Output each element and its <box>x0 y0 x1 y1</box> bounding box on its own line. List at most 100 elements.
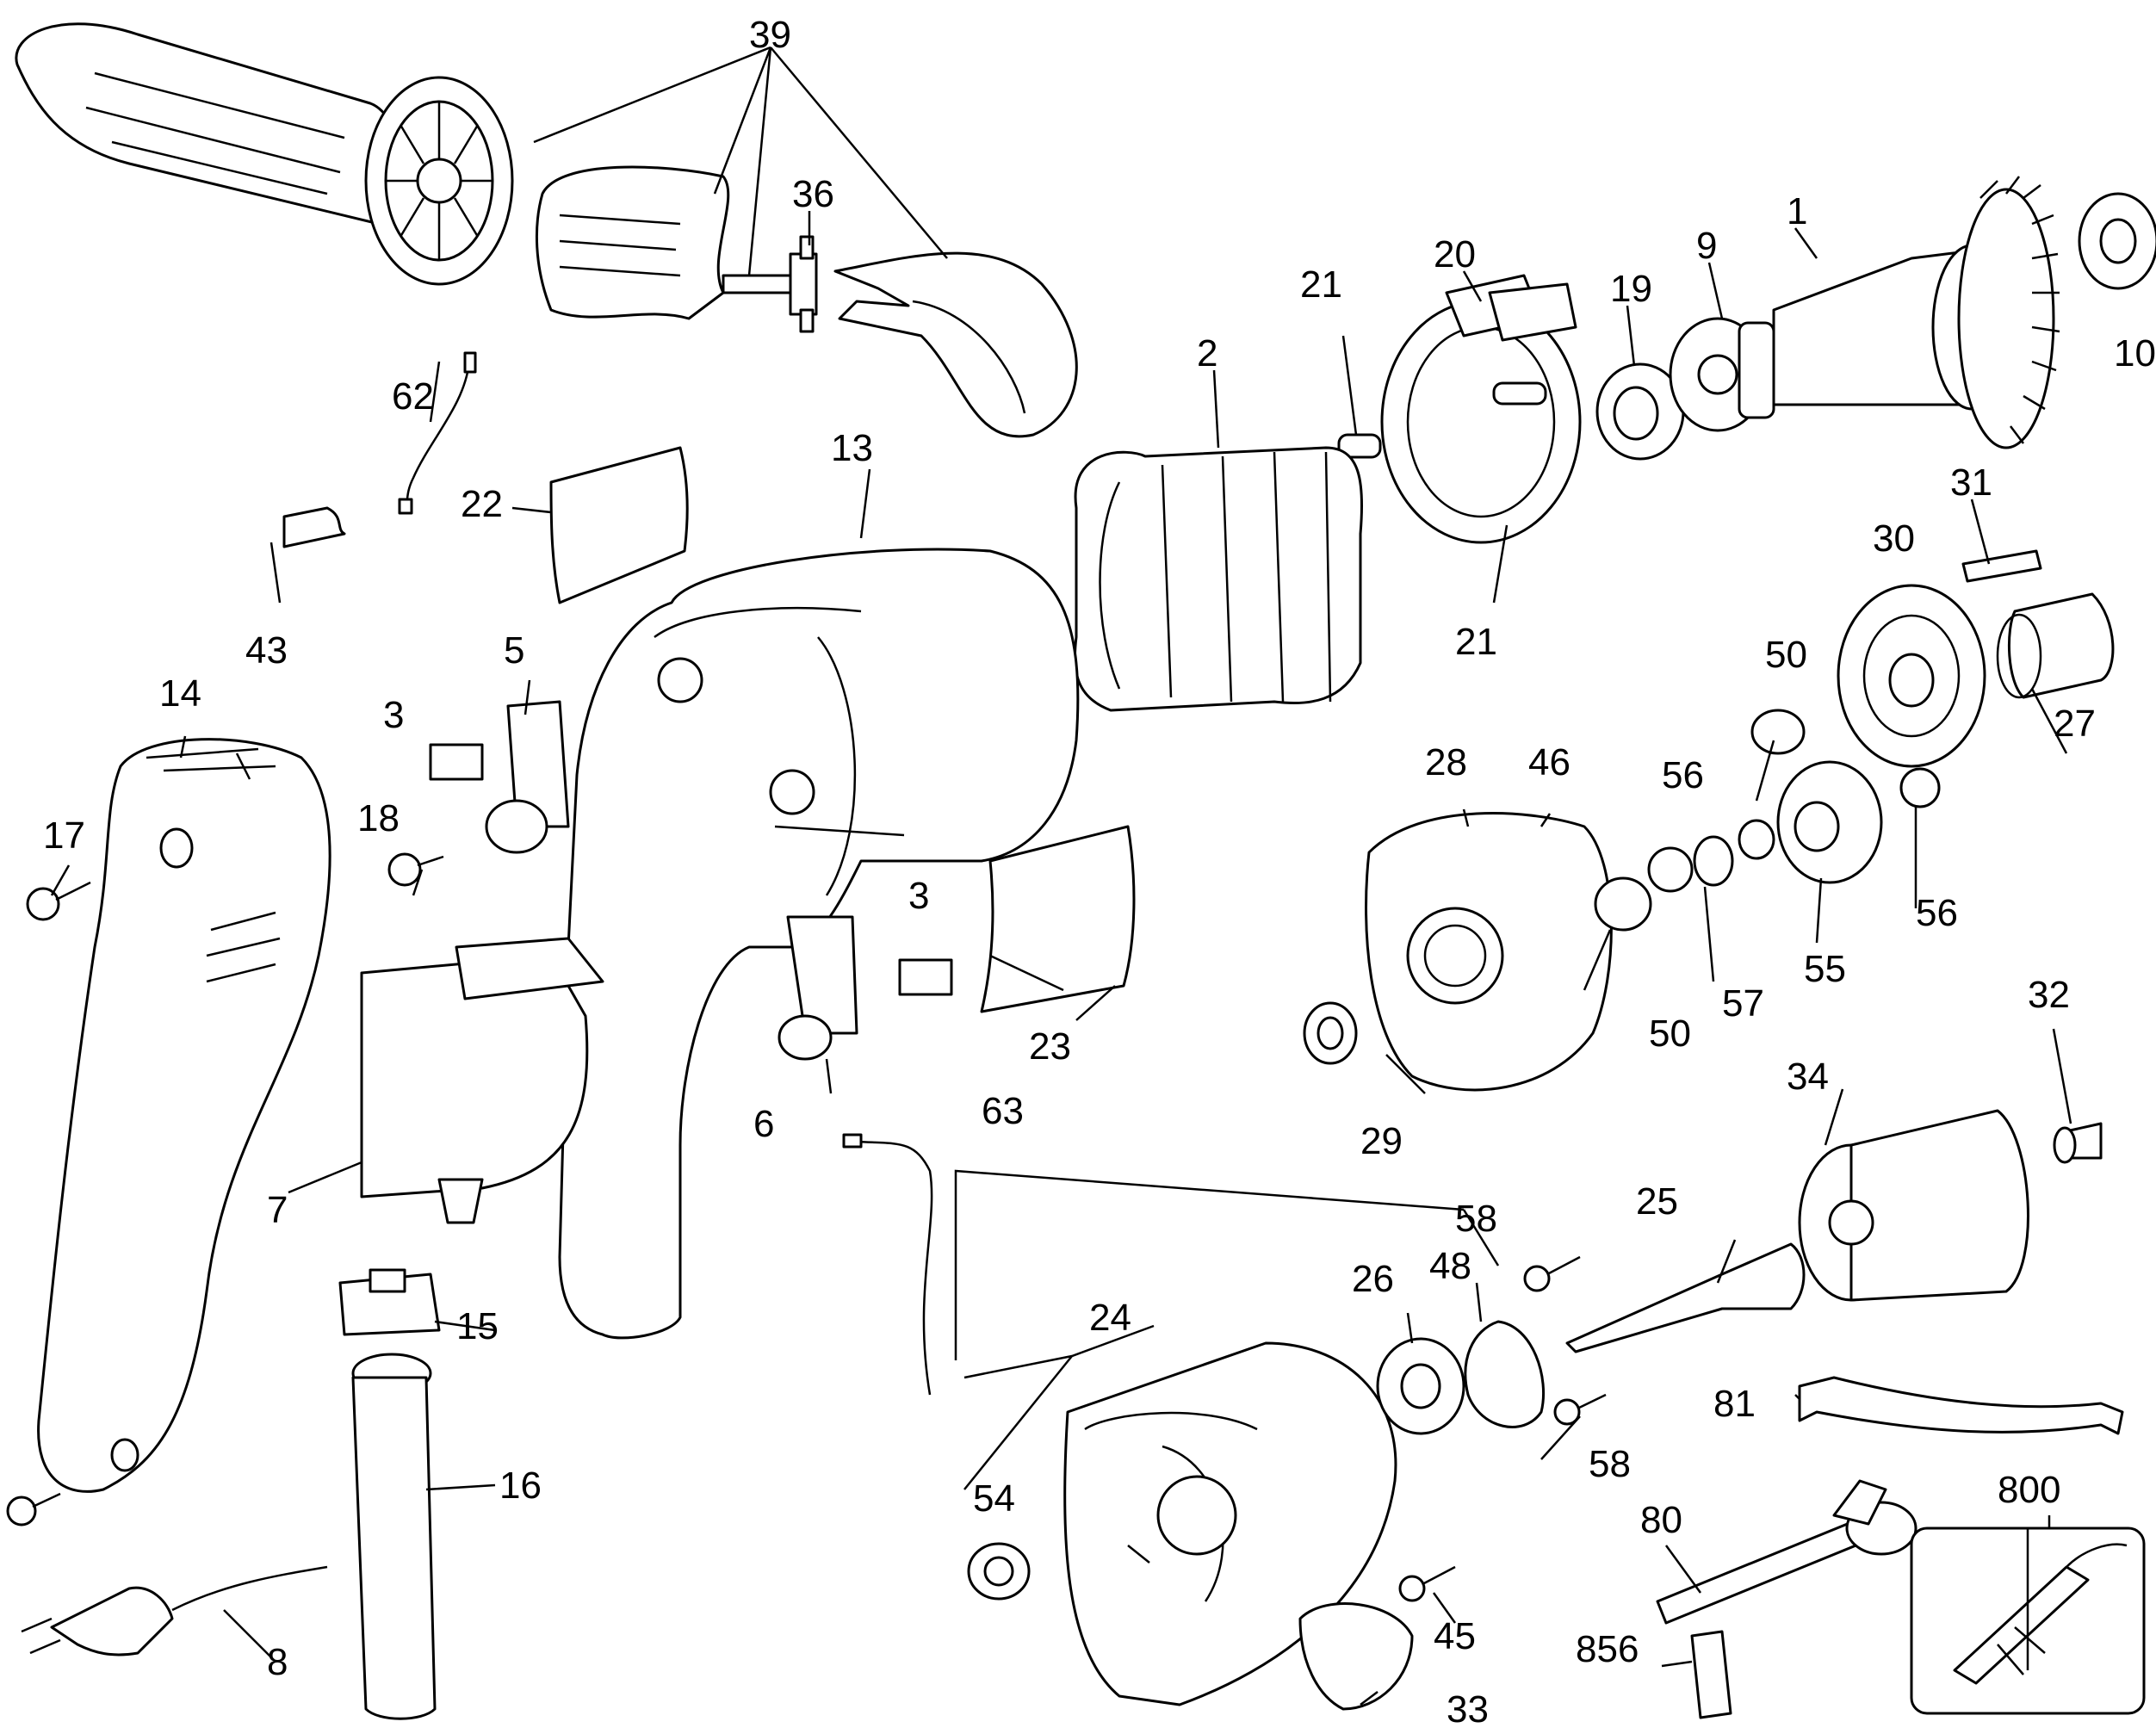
handle-clamp-knob <box>535 165 730 320</box>
callout-8: 8 <box>267 1641 288 1683</box>
motor-housing-13 <box>558 548 1080 1340</box>
callout-24: 24 <box>1089 1297 1131 1339</box>
bushing-54 <box>967 1542 1031 1601</box>
gear-30 <box>1837 584 1986 768</box>
callout-58a: 58 <box>1455 1198 1497 1240</box>
callout-3b: 3 <box>908 875 929 917</box>
pin-31 <box>1961 549 2042 583</box>
callout-21a: 21 <box>1300 263 1342 306</box>
callout-34: 34 <box>1787 1056 1829 1098</box>
callout-5: 5 <box>504 629 524 672</box>
callout-15: 15 <box>456 1305 499 1347</box>
callout-33: 33 <box>1447 1688 1489 1731</box>
screw-58b <box>1553 1393 1607 1426</box>
bushing-50b <box>1594 876 1652 932</box>
callout-43: 43 <box>245 629 288 672</box>
bushing-50a <box>1750 709 1806 755</box>
callout-23: 23 <box>1029 1025 1071 1068</box>
side-handle-grip <box>15 22 514 286</box>
clip-43 <box>282 506 346 548</box>
spindle-25 <box>1565 1242 1806 1353</box>
callout-21b: 21 <box>1455 621 1497 663</box>
callout-80: 80 <box>1640 1499 1682 1541</box>
callout-31: 31 <box>1950 461 1992 504</box>
callout-856: 856 <box>1576 1628 1639 1670</box>
armature-9-bushing <box>1669 317 1775 432</box>
pin-32 <box>2053 1122 2103 1164</box>
gear-case-28-46 <box>1365 812 1613 1092</box>
callout-26: 26 <box>1352 1258 1394 1300</box>
callout-39: 39 <box>749 14 791 56</box>
callout-48: 48 <box>1429 1245 1471 1287</box>
callout-2: 2 <box>1197 332 1217 375</box>
callout-55: 55 <box>1804 948 1846 990</box>
label-plate-23 <box>980 825 1136 1013</box>
clip-856 <box>1690 1630 1732 1719</box>
cap-33 <box>1298 1602 1414 1711</box>
callout-56a: 56 <box>1662 754 1704 796</box>
callout-58b: 58 <box>1589 1443 1631 1485</box>
callout-20: 20 <box>1434 233 1476 276</box>
callout-800: 800 <box>1998 1469 2060 1511</box>
retaining-ring-48 <box>1464 1320 1546 1428</box>
screw-45 <box>1398 1565 1456 1602</box>
wire-63 <box>842 1133 933 1396</box>
callout-18: 18 <box>357 797 400 839</box>
callout-17: 17 <box>43 814 85 857</box>
cord-clamp-15 <box>338 1268 441 1336</box>
washer-29 <box>1303 1001 1358 1065</box>
brush-holder-6 <box>778 915 858 1061</box>
callout-56b: 56 <box>1916 892 1958 934</box>
retainer-57 <box>1693 835 1734 887</box>
power-cord-8 <box>21 1565 328 1657</box>
armature-1 <box>1772 176 2060 449</box>
callout-1: 1 <box>1787 190 1807 232</box>
callout-25: 25 <box>1636 1180 1678 1223</box>
ground-wire-62 <box>398 351 477 515</box>
callout-54: 54 <box>973 1477 1015 1520</box>
screw-58a <box>1523 1255 1581 1292</box>
callout-9: 9 <box>1696 225 1717 267</box>
callout-7: 7 <box>267 1189 288 1231</box>
callout-32: 32 <box>2028 974 2070 1016</box>
armature-34 <box>1798 1109 2029 1302</box>
callout-50b: 50 <box>1649 1013 1691 1055</box>
callout-27: 27 <box>2054 703 2096 745</box>
callout-14: 14 <box>159 672 201 715</box>
callout-3a: 3 <box>383 694 404 736</box>
brush-holder-5 <box>485 700 570 854</box>
brush-ring-20 <box>1380 274 1582 544</box>
callout-50a: 50 <box>1765 634 1807 676</box>
callout-30: 30 <box>1873 517 1915 560</box>
callout-16: 16 <box>499 1465 542 1507</box>
pin-21a <box>1337 433 1382 459</box>
callout-57: 57 <box>1722 982 1764 1025</box>
bearing-26 <box>1376 1337 1465 1435</box>
callout-10: 10 <box>2114 332 2156 375</box>
callout-29: 29 <box>1360 1120 1403 1162</box>
callout-62: 62 <box>392 375 434 418</box>
callout-81: 81 <box>1713 1383 1756 1425</box>
rear-handle-14 <box>37 738 331 1493</box>
handle-bolt <box>722 235 818 333</box>
cord-protector-16 <box>351 1353 437 1720</box>
screw-17 <box>26 881 91 921</box>
sleeve-27 <box>1996 592 2115 699</box>
callout-46: 46 <box>1528 741 1571 783</box>
brush-3b <box>898 958 953 996</box>
screw-18 <box>387 852 444 887</box>
gear-55 <box>1776 760 1883 884</box>
screw-17b <box>6 1492 61 1527</box>
brush-3a <box>429 743 484 781</box>
callout-19: 19 <box>1610 268 1652 310</box>
callout-13: 13 <box>831 427 873 469</box>
callout-28: 28 <box>1425 741 1467 783</box>
handle-band <box>833 251 1078 438</box>
callout-22: 22 <box>461 483 503 525</box>
washer-56b <box>1899 767 1941 808</box>
callout-45: 45 <box>1434 1615 1476 1657</box>
chuck-key-80 <box>1656 1479 1917 1625</box>
bracket-81 <box>1798 1376 2124 1435</box>
callout-labels: 39 36 1 10 9 19 20 21 21 2 62 13 22 43 3… <box>43 14 2156 1731</box>
